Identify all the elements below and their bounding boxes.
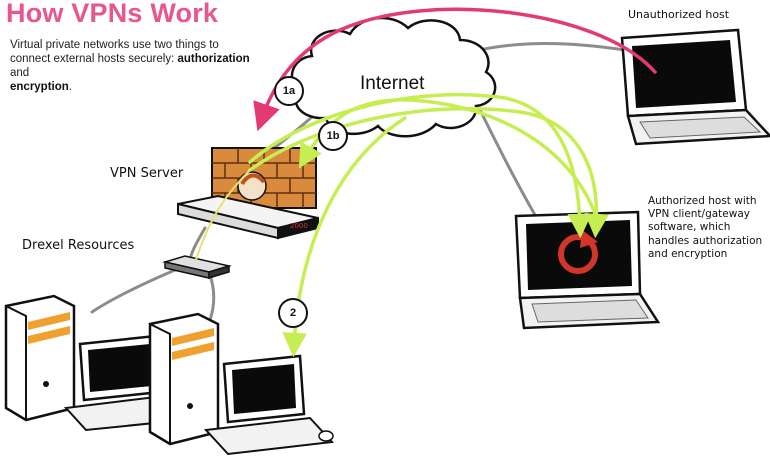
intro-text: Virtual private networks use two things … xyxy=(10,38,260,94)
intro-end: . xyxy=(68,81,72,93)
vpn-server-box xyxy=(177,194,319,240)
intro-encryption: encryption xyxy=(10,81,69,93)
authorized-arrow-1b-b xyxy=(248,92,592,239)
vpn-server-label: VPN Server xyxy=(110,166,184,181)
server-link-yellow xyxy=(195,169,251,261)
intro-joiner: and xyxy=(10,67,30,79)
unauthorized-host-label: Unauthorized host xyxy=(628,8,730,21)
network-switch xyxy=(162,255,232,280)
page-title: How VPNs Work xyxy=(6,0,219,28)
internet-label: Internet xyxy=(360,73,425,94)
authorized-host-label: Authorized host with VPN client/gateway … xyxy=(648,195,763,260)
intro-sentence: Virtual private networks use two things … xyxy=(10,39,219,65)
authorized-arrow-1b-c xyxy=(248,106,610,239)
step-2-badge: 2 xyxy=(278,298,308,328)
step-1b-badge: 1b xyxy=(318,121,348,151)
workstation-2 xyxy=(148,312,335,456)
step-1a-badge: 1a xyxy=(274,76,304,106)
unauthorized-laptop xyxy=(620,28,770,146)
drexel-resources-label: Drexel Resources xyxy=(22,238,135,253)
intro-authorization: authorization xyxy=(177,53,250,65)
authorized-laptop xyxy=(514,210,661,330)
device-tag: 2000 xyxy=(290,222,308,230)
unauthorized-arrow-1a xyxy=(253,7,657,132)
